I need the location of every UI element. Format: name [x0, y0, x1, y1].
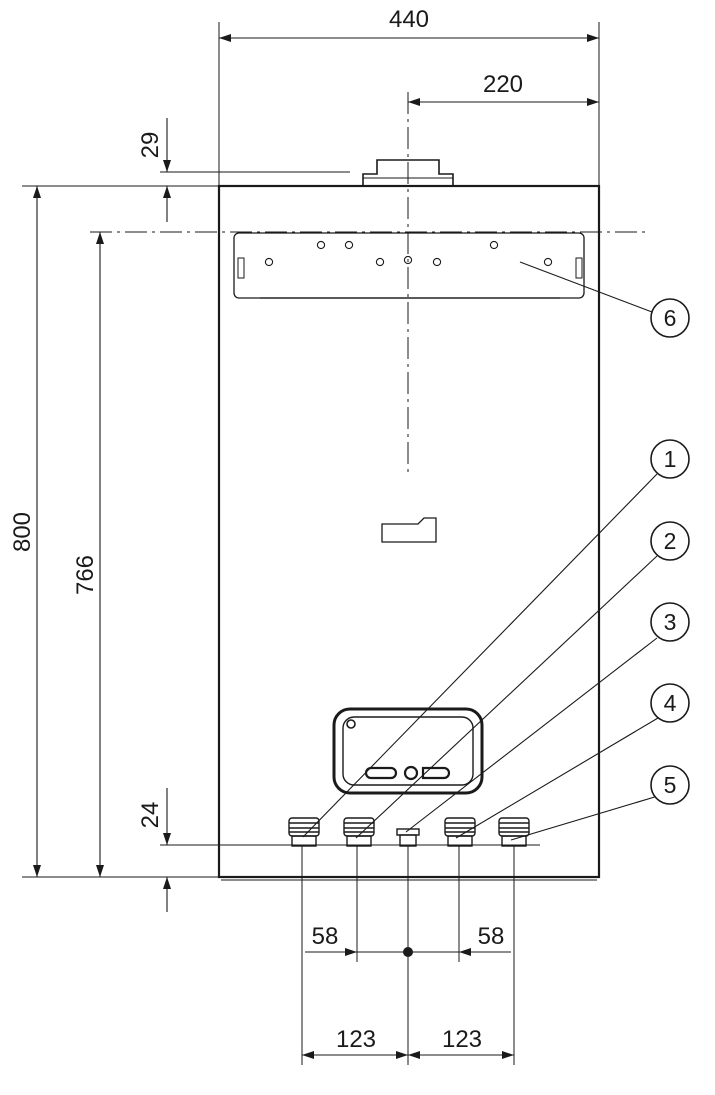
dim-overall-width: 440	[389, 6, 429, 33]
dim-overall-height: 800	[9, 512, 36, 552]
callout-leaders	[302, 261, 659, 841]
dim-inner-right-spacing: 58	[478, 923, 505, 950]
control-panel-window	[332, 707, 484, 795]
dimension-lines	[33, 34, 599, 1059]
dim-half-width: 220	[483, 71, 523, 98]
connection-2	[343, 817, 375, 847]
callout-1: 1	[650, 439, 690, 479]
mounting-bracket	[233, 232, 585, 299]
callout-number: 5	[664, 772, 677, 798]
brand-badge	[381, 517, 437, 543]
dim-top-offset: 29	[137, 132, 164, 159]
callout-5: 5	[650, 765, 690, 805]
callout-6: 6	[650, 298, 690, 338]
dim-outer-left-spacing: 123	[336, 1026, 376, 1053]
callout-4: 4	[650, 683, 690, 723]
boiler-casing	[217, 184, 601, 881]
callout-2: 2	[650, 521, 690, 561]
callout-number: 1	[664, 446, 677, 472]
extension-lines	[22, 22, 600, 1065]
dim-bottom-offset: 24	[137, 802, 164, 829]
dim-bracket-height: 766	[72, 555, 99, 595]
callout-number: 3	[664, 609, 677, 635]
connection-5	[498, 817, 530, 847]
connection-1	[288, 817, 320, 847]
connection-4	[444, 817, 476, 847]
connection-3	[396, 828, 420, 847]
dim-inner-left-spacing: 58	[312, 923, 339, 950]
callout-number: 2	[664, 528, 677, 554]
callout-number: 4	[664, 690, 677, 716]
center-point-marker	[403, 947, 413, 957]
callout-number: 6	[664, 305, 677, 331]
dim-outer-right-spacing: 123	[442, 1026, 482, 1053]
pipe-connections	[288, 817, 530, 847]
callout-3: 3	[650, 602, 690, 642]
